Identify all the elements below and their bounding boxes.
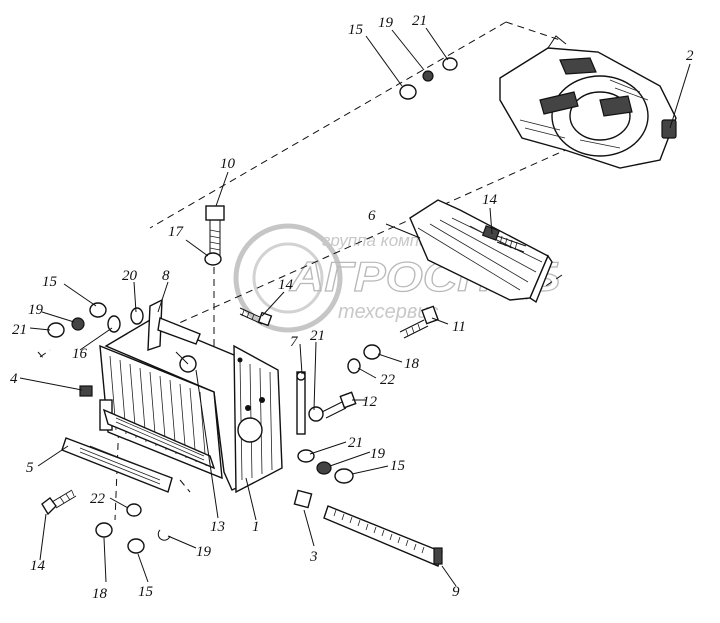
part-2-drive-unit — [499, 35, 677, 169]
washers-right — [297, 344, 381, 484]
callout-14-right: 14 — [482, 192, 498, 208]
part-5-bar — [61, 437, 173, 493]
callout-13: 13 — [210, 519, 225, 535]
callout-16: 16 — [72, 346, 88, 362]
callout-15-left: 15 — [42, 274, 58, 290]
part-14-bolt-right — [481, 225, 527, 253]
watermark-logo-ring — [233, 223, 343, 333]
callout-7: 7 — [290, 334, 299, 350]
part-17-nut — [204, 252, 222, 266]
callout-12: 12 — [362, 394, 378, 410]
callout-17: 17 — [168, 224, 185, 240]
washers-left — [47, 302, 144, 397]
callout-14-bottom: 14 — [30, 558, 46, 574]
callout-19-low: 19 — [370, 446, 386, 462]
callout-15-bottom: 15 — [138, 584, 154, 600]
callout-22-left: 22 — [90, 491, 106, 507]
part-14-bolt-bottom — [41, 489, 171, 554]
callout-5: 5 — [26, 460, 34, 476]
part-9-rod — [323, 505, 443, 567]
part-6-bracket — [409, 199, 553, 304]
callout-4: 4 — [10, 371, 18, 387]
callout-15-top: 15 — [348, 22, 364, 38]
callout-19-bottom: 19 — [196, 544, 212, 560]
watermark-sub: техсервис — [338, 301, 439, 323]
nuts-top — [399, 57, 458, 100]
callout-1: 1 — [252, 519, 260, 535]
callout-19-left: 19 — [28, 302, 44, 318]
callout-2: 2 — [686, 48, 694, 64]
callout-18-bottom: 18 — [92, 586, 108, 602]
callout-20: 20 — [122, 268, 138, 284]
callout-22-right: 22 — [380, 372, 396, 388]
callout-21-left: 21 — [12, 322, 27, 338]
part-11-bolt — [399, 305, 439, 339]
callout-3: 3 — [309, 549, 318, 565]
part-3-block — [293, 489, 313, 509]
callout-21-top: 21 — [412, 13, 427, 29]
part-8-plate — [147, 298, 201, 351]
axis-top — [505, 21, 561, 41]
callout-21-low: 21 — [348, 435, 363, 451]
axis-left-mark — [37, 349, 51, 361]
callout-19-top: 19 — [378, 15, 394, 31]
callout-18-right: 18 — [404, 356, 420, 372]
callout-9: 9 — [452, 584, 460, 600]
callout-8: 8 — [162, 268, 170, 284]
part-7-stud — [296, 371, 306, 435]
watermark-logo-inner — [252, 242, 324, 314]
axis-top-diag — [149, 21, 507, 229]
axis-frame-diag — [167, 147, 571, 329]
part-1-frame — [99, 319, 283, 494]
callout-11: 11 — [452, 319, 466, 335]
callout-10: 10 — [220, 156, 236, 172]
callout-6: 6 — [368, 208, 376, 224]
callouts: 15 19 21 2 6 14 10 17 14 11 7 21 18 22 1… — [10, 13, 694, 602]
callout-15-low: 15 — [390, 458, 406, 474]
callout-21-mid: 21 — [310, 328, 325, 344]
axis-bar5-end — [179, 479, 191, 493]
leader-lines — [19, 27, 691, 587]
part-13-bolt — [175, 351, 197, 373]
part-10-bolt — [205, 205, 225, 256]
callout-14-mid: 14 — [278, 277, 294, 293]
